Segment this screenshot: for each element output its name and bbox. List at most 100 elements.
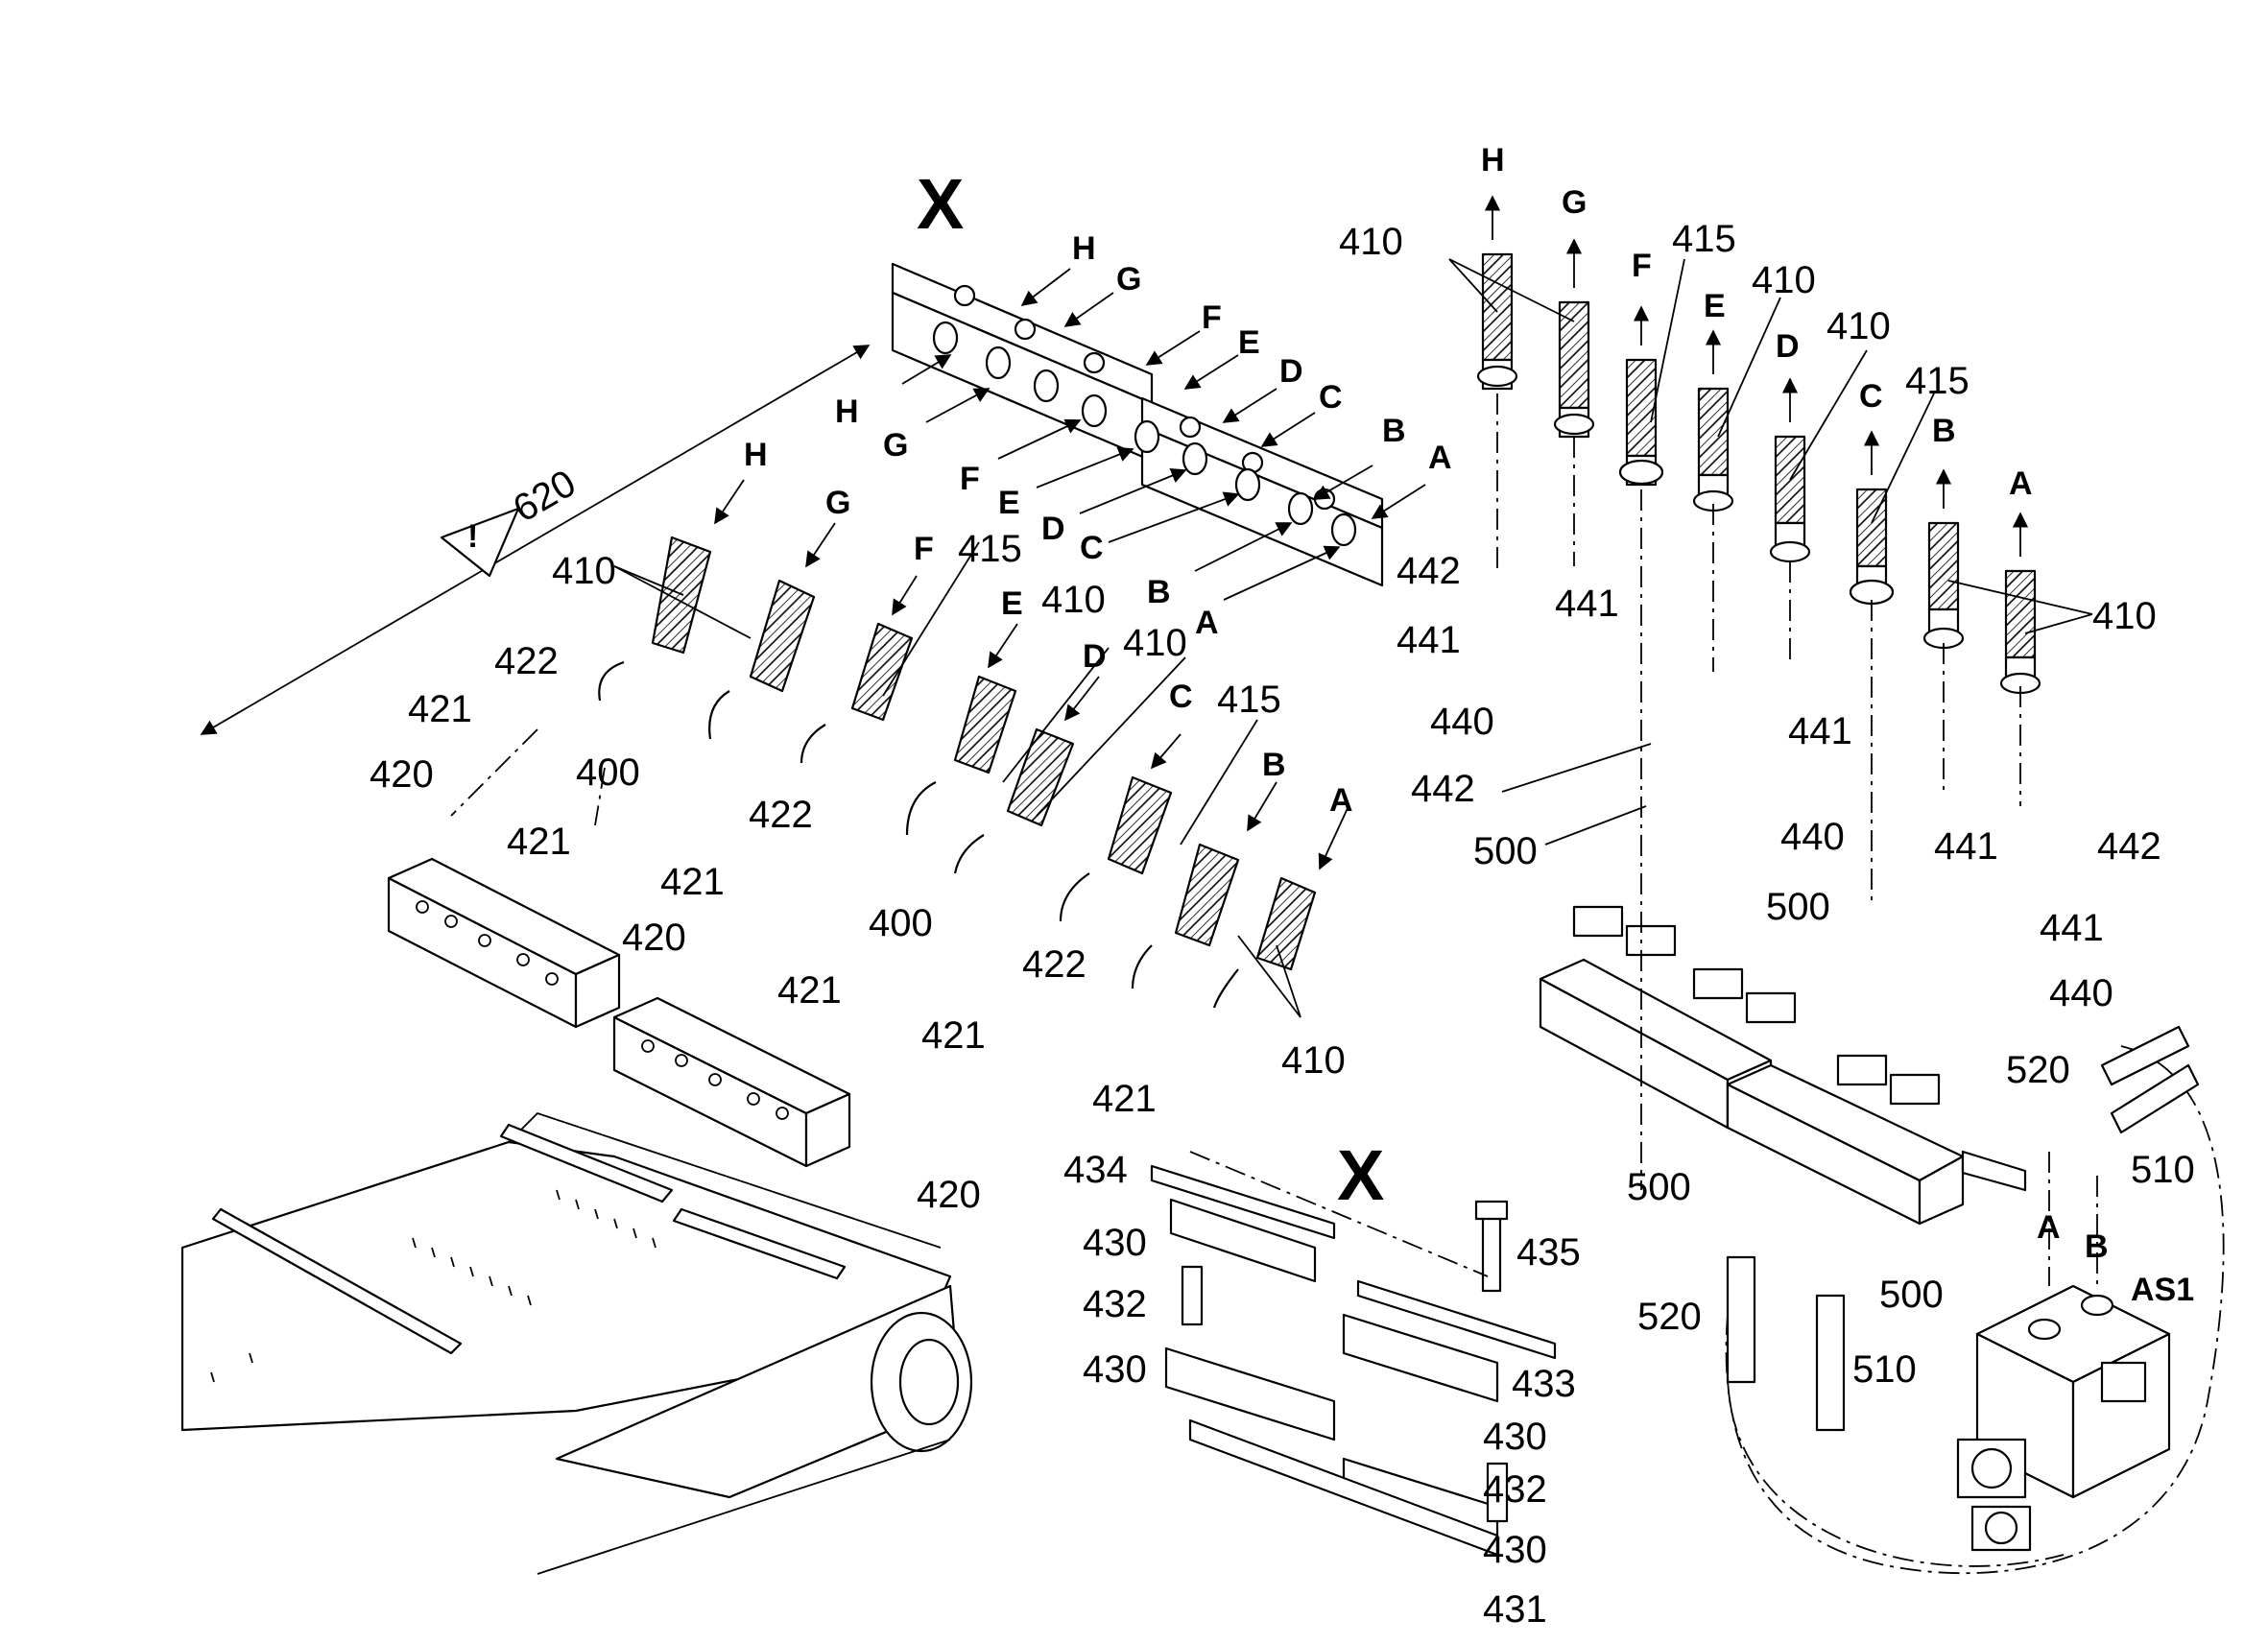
top-clamp-assembly <box>891 262 1384 587</box>
hose-letter-d: D <box>1083 638 1107 675</box>
part-415-b: 415 <box>1217 679 1281 721</box>
clamp-letter-d-front: D <box>1041 511 1065 547</box>
part-400-b: 400 <box>869 902 933 944</box>
part-442-a: 442 <box>1397 550 1461 592</box>
warning-triangle-icon: ! <box>440 507 520 578</box>
part-432-b: 432 <box>1483 1468 1547 1511</box>
hose-letter-h: H <box>744 437 768 473</box>
leader-lines <box>613 258 2093 1018</box>
part-440-b: 440 <box>1780 816 1845 858</box>
clamp-letter-b-front: B <box>1147 574 1171 610</box>
clamp-letter-f-front: F <box>960 461 980 497</box>
rhose-letter-a: A <box>2009 465 2033 502</box>
warning-ref-label: 620 <box>507 462 584 530</box>
part-442-c: 442 <box>2097 825 2161 868</box>
hose-letter-g: G <box>825 485 850 521</box>
part-430-d: 430 <box>1483 1529 1547 1571</box>
part-410-h: 410 <box>2092 595 2157 637</box>
part-430-b: 430 <box>1083 1348 1147 1391</box>
rhose-letter-b: B <box>1932 413 1956 449</box>
clamp-letter-f: F <box>1202 299 1222 336</box>
part-432-a: 432 <box>1083 1283 1147 1325</box>
rhose-letter-d: D <box>1776 328 1800 365</box>
as1-label: AS1 <box>2131 1272 2194 1308</box>
clamp-letter-d: D <box>1279 353 1303 390</box>
part-441-e: 441 <box>2040 907 2104 949</box>
part-500-c: 500 <box>1627 1166 1691 1208</box>
part-430-a: 430 <box>1083 1222 1147 1264</box>
rhose-letter-e: E <box>1704 288 1726 324</box>
valve-port-a: A <box>2037 1209 2061 1246</box>
clamp-letter-a: A <box>1428 440 1452 476</box>
clamp-letter-h: H <box>1072 230 1096 267</box>
part-441-b: 441 <box>1555 583 1619 625</box>
part-433: 433 <box>1512 1363 1576 1405</box>
part-510-a: 510 <box>2131 1149 2195 1191</box>
part-421-b: 421 <box>507 821 571 863</box>
part-420-b: 420 <box>622 917 686 959</box>
part-441-d: 441 <box>1934 825 1998 868</box>
part-441-c: 441 <box>1788 710 1852 752</box>
hoses <box>598 252 2200 1567</box>
valve-port-b: B <box>2085 1228 2109 1265</box>
clamp-letter-e-front: E <box>998 485 1020 521</box>
part-400-a: 400 <box>576 751 640 794</box>
clamp-letter-g: G <box>1116 261 1141 298</box>
part-421-f: 421 <box>1092 1078 1157 1120</box>
part-520-b: 520 <box>1637 1296 1702 1338</box>
part-421-c: 421 <box>660 861 725 903</box>
dimension-arrow <box>200 345 871 735</box>
clamp-letter-h-front: H <box>835 393 859 430</box>
part-422-a: 422 <box>494 640 559 682</box>
part-430-c: 430 <box>1483 1416 1547 1458</box>
flow-arrows <box>714 195 2029 870</box>
rhose-letter-f: F <box>1632 248 1652 284</box>
part-442-b: 442 <box>1411 768 1475 810</box>
section-x-top-label: X <box>917 164 964 244</box>
part-441-a: 441 <box>1397 619 1461 661</box>
bottom-clamp-assembly <box>1150 1151 1557 1557</box>
clamp-letter-c-front: C <box>1080 530 1104 566</box>
clamp-letter-g-front: G <box>883 427 908 464</box>
rhose-letter-c: C <box>1859 378 1883 415</box>
part-410-b: 410 <box>1041 579 1106 621</box>
part-421-a: 421 <box>408 688 472 730</box>
part-410-c: 410 <box>1123 622 1187 664</box>
part-415-c: 415 <box>1672 218 1736 260</box>
part-421-e: 421 <box>921 1014 986 1057</box>
left-manifold-blocks <box>387 857 851 1168</box>
part-420-c: 420 <box>917 1174 981 1216</box>
valve-as1 <box>1956 1284 2171 1552</box>
centerlines <box>450 393 2098 1286</box>
conveyor-illustration <box>180 1111 973 1575</box>
part-420-a: 420 <box>370 753 434 796</box>
part-500-d: 500 <box>1879 1274 1944 1316</box>
hose-letter-f: F <box>914 531 934 567</box>
right-manifold <box>1539 905 2027 1226</box>
section-x-bottom-label: X <box>1337 1135 1384 1215</box>
part-500-a: 500 <box>1473 830 1538 872</box>
part-421-d: 421 <box>777 969 842 1012</box>
part-520-a: 520 <box>2006 1049 2070 1091</box>
part-440-a: 440 <box>1430 701 1494 743</box>
part-435: 435 <box>1516 1231 1581 1274</box>
part-434: 434 <box>1063 1149 1128 1191</box>
connection-path <box>1725 1045 2225 1575</box>
part-410-d: 410 <box>1281 1039 1346 1082</box>
part-410-e: 410 <box>1339 221 1403 263</box>
part-500-b: 500 <box>1766 886 1830 928</box>
hose-letter-a: A <box>1329 782 1353 819</box>
svg-text:!: ! <box>467 518 478 555</box>
clamp-letter-a-front: A <box>1195 605 1219 641</box>
part-422-b: 422 <box>749 794 813 836</box>
hose-letter-c: C <box>1169 679 1193 715</box>
part-510-b: 510 <box>1852 1348 1917 1391</box>
hose-letter-e: E <box>1001 585 1023 622</box>
clamp-letter-c: C <box>1319 379 1343 416</box>
part-422-c: 422 <box>1022 943 1086 986</box>
part-431: 431 <box>1483 1588 1547 1631</box>
part-410-a: 410 <box>552 550 616 592</box>
part-440-c: 440 <box>2049 972 2113 1014</box>
clamp-letter-e: E <box>1238 324 1260 361</box>
